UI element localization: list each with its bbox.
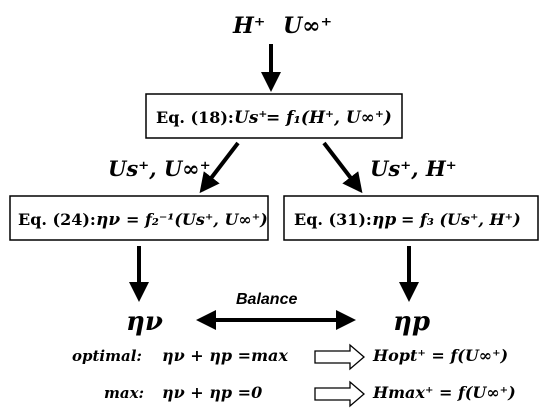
eq31-box [283,195,539,241]
output-eta-p: ηp [393,307,430,337]
eq24-rhs: = f₂⁻¹(Us⁺, U∞⁺) [126,210,268,229]
branch-label-right: Us⁺, H⁺ [370,156,457,181]
eq18-rhs: = f₁(H⁺, U∞⁺) [266,108,392,128]
input-h-plus: H⁺ [232,13,265,39]
eq31-lhs: ηp [372,210,396,230]
condition-max-expr: ην + ηp =0 [162,383,262,402]
condition-optimal-label: optimal: [72,347,142,365]
arrow-eq18-to-eq31 [322,141,363,194]
condition-optimal-expr: ην + ηp =max [162,346,288,365]
condition-optimal-result: Hopt⁺ = f(U∞⁺) [372,346,508,365]
eq24-ref: Eq. (24): [18,210,96,229]
branch-label-left: Us⁺, U∞⁺ [108,156,211,181]
condition-max-result: Hmax⁺ = f(U∞⁺) [372,383,516,402]
condition-max-label: max: [104,384,144,402]
eq24-lhs: ην [96,210,120,230]
input-u-inf-plus: U∞⁺ [283,13,332,39]
eq18-ref: Eq. (18): [156,108,234,127]
eq31-ref: Eq. (31): [294,210,372,229]
eq18-lhs: Us⁺ [234,108,267,128]
eq31-rhs: = f₃ (Us⁺, H⁺) [401,210,521,229]
hollow-arrow-max [314,380,365,408]
eq18-box [145,93,403,139]
arrow-eq18-to-eq24 [199,141,240,194]
hollow-arrow-optimal [314,343,365,371]
output-eta-v: ην [126,307,163,337]
balance-label: Balance [236,291,297,308]
eq24-box [9,195,269,241]
